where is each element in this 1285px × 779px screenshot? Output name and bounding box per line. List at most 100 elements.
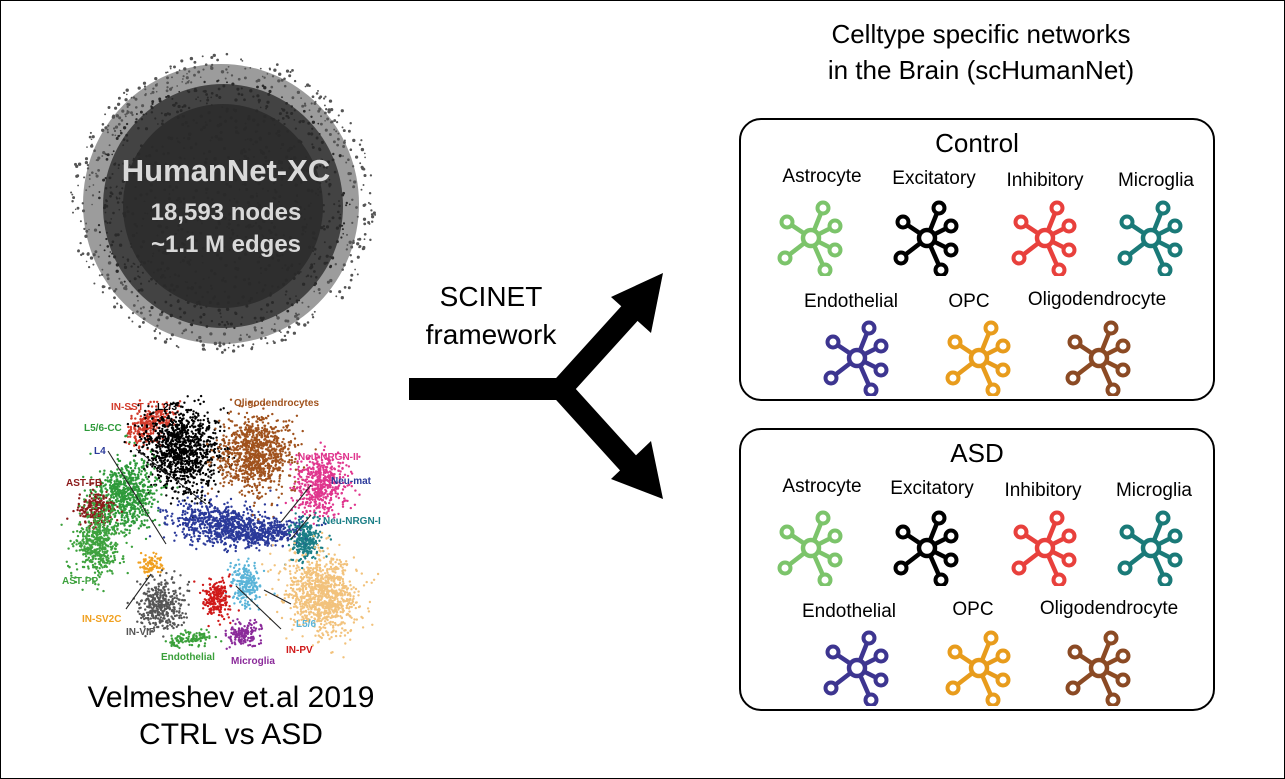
hairball-node bbox=[138, 157, 141, 160]
hairball-node bbox=[156, 165, 160, 170]
hairball-node bbox=[141, 104, 145, 108]
hairball-node bbox=[172, 104, 175, 107]
hairball-node bbox=[302, 109, 306, 113]
hairball-node bbox=[356, 255, 360, 259]
tsne-cluster-blobs bbox=[60, 394, 380, 659]
hairball-node bbox=[202, 213, 205, 216]
hairball-node bbox=[265, 159, 268, 163]
hairball-node bbox=[314, 100, 317, 103]
hairball-node bbox=[132, 304, 136, 307]
hairball-node bbox=[348, 203, 351, 206]
arrow-head-down bbox=[611, 441, 663, 499]
hairball-node bbox=[126, 165, 130, 169]
hairball-node bbox=[108, 286, 111, 290]
hairball-node bbox=[280, 338, 284, 342]
hairball-node bbox=[239, 334, 242, 337]
hairball-node bbox=[296, 301, 299, 304]
hairball-node bbox=[106, 221, 109, 224]
hairball-node bbox=[218, 344, 222, 348]
hairball-node bbox=[123, 280, 126, 283]
network-hub-node bbox=[846, 347, 868, 369]
hairball-node bbox=[338, 216, 342, 220]
hairball-node bbox=[187, 106, 191, 110]
leader-line bbox=[125, 573, 152, 610]
hairball-node bbox=[273, 341, 276, 345]
hairball-node bbox=[220, 70, 225, 74]
hairball-node bbox=[269, 293, 272, 296]
hairball-node bbox=[205, 325, 209, 328]
hairball-node bbox=[183, 67, 187, 71]
hairball-node bbox=[159, 332, 161, 334]
hairball-node bbox=[139, 110, 143, 114]
hairball-node bbox=[246, 201, 250, 205]
hairball-node bbox=[225, 182, 229, 186]
hairball-node bbox=[277, 161, 281, 164]
leader-line bbox=[263, 589, 292, 605]
hairball-node bbox=[320, 140, 324, 144]
hairball-node bbox=[244, 252, 248, 256]
hairball-node bbox=[149, 183, 153, 187]
network-node bbox=[827, 218, 843, 234]
hairball-node bbox=[120, 306, 123, 309]
hairball-node bbox=[327, 160, 330, 164]
hairball-node bbox=[212, 53, 216, 58]
hairball-node bbox=[257, 202, 259, 204]
hairball-node bbox=[271, 75, 275, 78]
tsne-label-in-sv2c: IN-SV2C bbox=[82, 614, 121, 625]
hairball-node bbox=[157, 123, 159, 125]
hairball-node bbox=[324, 111, 327, 115]
hairball-node bbox=[335, 130, 338, 133]
hairball-node bbox=[129, 280, 132, 283]
hairball-node bbox=[311, 316, 315, 319]
hairball-node bbox=[197, 70, 201, 74]
tsne-cluster-points bbox=[284, 441, 361, 525]
hairball-node bbox=[150, 245, 153, 248]
hairball-node bbox=[292, 331, 297, 335]
hairball-node bbox=[225, 68, 228, 71]
hairball-node bbox=[142, 173, 146, 177]
hairball-node bbox=[187, 90, 191, 94]
hairball-node bbox=[215, 204, 218, 207]
hairball-node bbox=[242, 148, 246, 151]
hairball-node bbox=[296, 317, 300, 321]
hairball-node bbox=[166, 81, 169, 85]
hairball-node bbox=[179, 109, 183, 113]
hairball-node bbox=[335, 240, 339, 244]
hairball-node bbox=[304, 85, 307, 88]
hairball-node bbox=[117, 122, 121, 126]
control-label-astrocyte: Astrocyte bbox=[782, 166, 862, 187]
hairball-node bbox=[201, 295, 204, 299]
hairball-node bbox=[194, 239, 198, 243]
network-node bbox=[825, 644, 841, 660]
hairball-node bbox=[283, 84, 287, 88]
hairball-node bbox=[141, 239, 146, 244]
hairball-node bbox=[266, 100, 270, 104]
hairball-node bbox=[215, 93, 219, 97]
hairball-node bbox=[280, 177, 284, 181]
hairball-node bbox=[323, 241, 326, 244]
hairball-node bbox=[331, 216, 335, 220]
hairball-node bbox=[310, 263, 314, 267]
humannet-title: HumanNet-XC bbox=[121, 153, 331, 188]
hairball-node bbox=[105, 199, 108, 202]
hairball-node bbox=[139, 245, 143, 249]
hairball-node bbox=[169, 136, 174, 141]
hairball-node bbox=[108, 176, 112, 180]
hairball-node bbox=[248, 299, 252, 303]
tsne-label-microglia: Microglia bbox=[231, 656, 275, 667]
hairball-node bbox=[72, 196, 76, 200]
network-node bbox=[983, 320, 999, 336]
arrow-head-up bbox=[611, 273, 663, 333]
hairball-node bbox=[94, 250, 98, 254]
hairball-node bbox=[249, 138, 253, 142]
hairball-node bbox=[156, 268, 160, 272]
hairball-node bbox=[210, 136, 214, 139]
hairball-node bbox=[205, 93, 208, 96]
hairball-node bbox=[268, 67, 271, 70]
hairball-node bbox=[142, 306, 145, 309]
hairball-node bbox=[157, 249, 161, 252]
hairball-node bbox=[301, 225, 305, 229]
hairball-node bbox=[353, 180, 357, 184]
hairball-node bbox=[241, 316, 244, 319]
hairball-node bbox=[108, 221, 112, 224]
